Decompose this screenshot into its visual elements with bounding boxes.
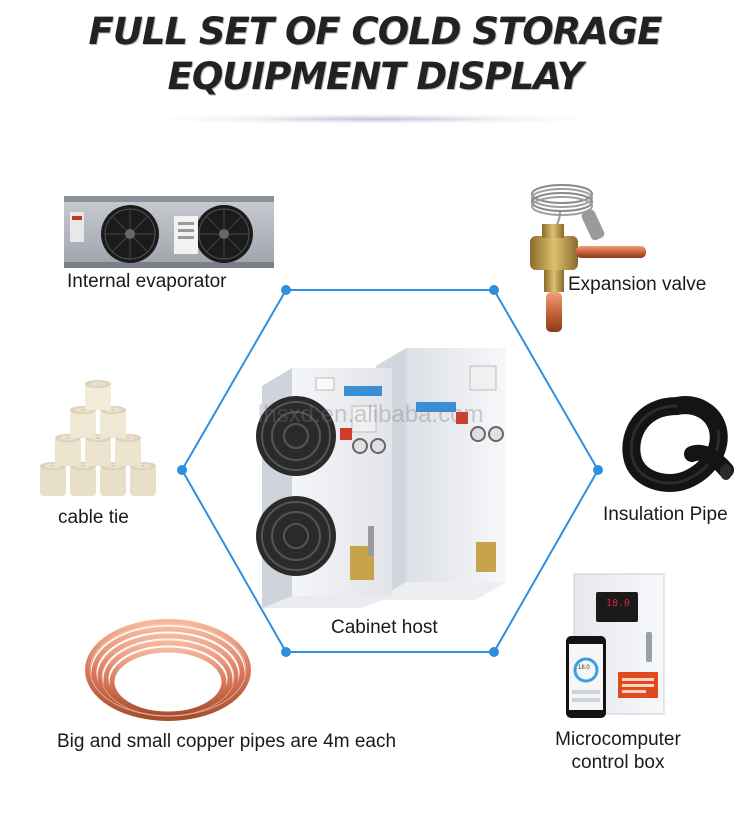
cabinet-host-label: Cabinet host bbox=[331, 617, 438, 638]
expansion-valve-label: Expansion valve bbox=[568, 274, 707, 295]
control-box-label-line1: Microcomputer bbox=[555, 729, 681, 750]
hexagon-node bbox=[489, 647, 499, 657]
copper-pipes-label: Big and small copper pipes are 4m each bbox=[57, 731, 397, 752]
cabinet-host-image bbox=[256, 348, 506, 608]
title-divider bbox=[165, 114, 585, 124]
page-title-line2: EQUIPMENT DISPLAY bbox=[167, 55, 584, 98]
page-title-line1: FULL SET OF COLD STORAGE bbox=[88, 10, 663, 53]
hexagon-node bbox=[177, 465, 187, 475]
cable-tie-label: cable tie bbox=[58, 507, 129, 528]
copper-pipes-image bbox=[85, 619, 251, 721]
hexagon-node bbox=[281, 647, 291, 657]
control-box-display-value: 18.0 bbox=[606, 598, 631, 609]
insulation-pipe-image bbox=[622, 396, 734, 492]
expansion-valve-image bbox=[530, 184, 646, 332]
insulation-pipe-label: Insulation Pipe bbox=[603, 504, 728, 525]
evaporator-label: Internal evaporator bbox=[67, 271, 227, 292]
watermark: lhsxd.en.alibaba.com bbox=[258, 401, 484, 428]
cable-tie-image bbox=[40, 380, 156, 496]
hexagon-node bbox=[281, 285, 291, 295]
control-box-phone-value: 18.0 bbox=[578, 665, 590, 671]
control-box-image bbox=[566, 573, 665, 718]
hexagon-node bbox=[593, 465, 603, 475]
hexagon-node bbox=[489, 285, 499, 295]
evaporator-image bbox=[64, 196, 274, 268]
control-box-label-line2: control box bbox=[571, 752, 665, 773]
